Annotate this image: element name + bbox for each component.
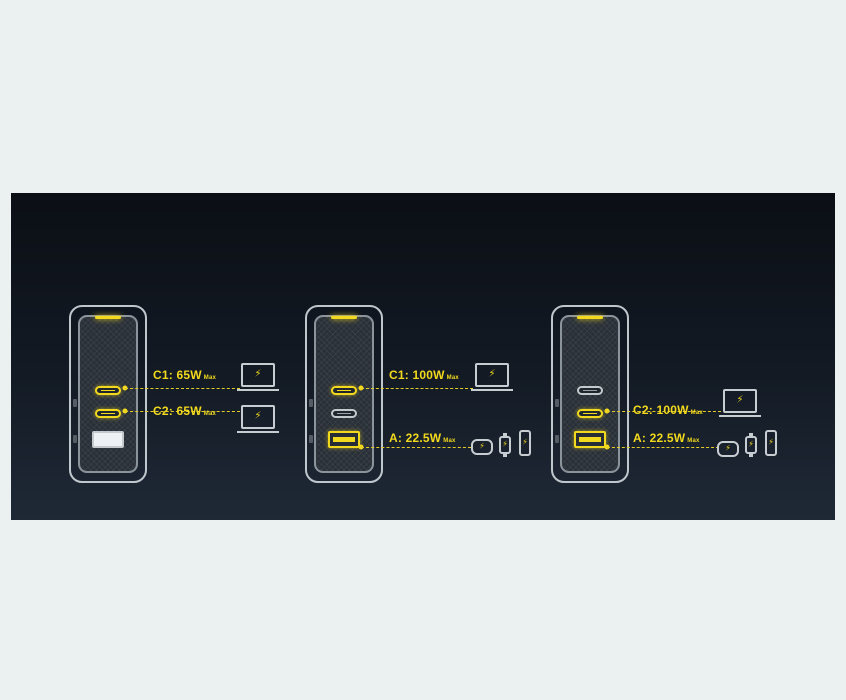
power-led [331, 316, 357, 319]
a-connection-line [607, 447, 719, 448]
power-led [95, 316, 121, 319]
lightning-bolt-icon: ⚡ [748, 439, 754, 449]
c2-connection-line [125, 411, 240, 412]
charger-body [305, 305, 383, 483]
lightning-bolt-icon: ⚡ [254, 368, 262, 380]
usb-c1-port [331, 386, 357, 395]
lightning-bolt-icon: ⚡ [736, 394, 744, 406]
usb-c1-port [577, 386, 603, 395]
lightning-bolt-icon: ⚡ [768, 437, 774, 447]
laptop-icon: ⚡ [237, 363, 279, 395]
usb-a-port [574, 431, 606, 448]
lightning-bolt-icon: ⚡ [488, 368, 496, 380]
charger-body [69, 305, 147, 483]
lightning-bolt-icon: ⚡ [522, 437, 528, 447]
charger-body [551, 305, 629, 483]
c1-connection-line [125, 388, 240, 389]
laptop-icon: ⚡ [719, 389, 761, 421]
usb-c1-port [95, 386, 121, 395]
lightning-bolt-icon: ⚡ [479, 441, 485, 451]
usb-a-port [328, 431, 360, 448]
laptop-icon: ⚡ [237, 405, 279, 437]
lightning-bolt-icon: ⚡ [725, 443, 731, 453]
power-led [577, 316, 603, 319]
usb-c2-port [95, 409, 121, 418]
charger-face [314, 315, 374, 473]
a-connection-line [361, 447, 471, 448]
smartphone-icon: ⚡ [519, 430, 531, 456]
c1-connection-line [361, 388, 473, 389]
smartwatch-icon: ⚡ [499, 433, 511, 457]
charger-face [560, 315, 620, 473]
usb-c2-port [331, 409, 357, 418]
c2-connection-line [607, 411, 721, 412]
smartwatch-icon: ⚡ [745, 433, 757, 457]
earbuds-icon: ⚡ [471, 439, 493, 455]
earbuds-icon: ⚡ [717, 441, 739, 457]
usb-c2-port [577, 409, 603, 418]
lightning-bolt-icon: ⚡ [502, 439, 508, 449]
usb-a-port [92, 431, 124, 448]
lightning-bolt-icon: ⚡ [254, 410, 262, 422]
smartphone-icon: ⚡ [765, 430, 777, 456]
charger-face [78, 315, 138, 473]
laptop-icon: ⚡ [471, 363, 513, 395]
